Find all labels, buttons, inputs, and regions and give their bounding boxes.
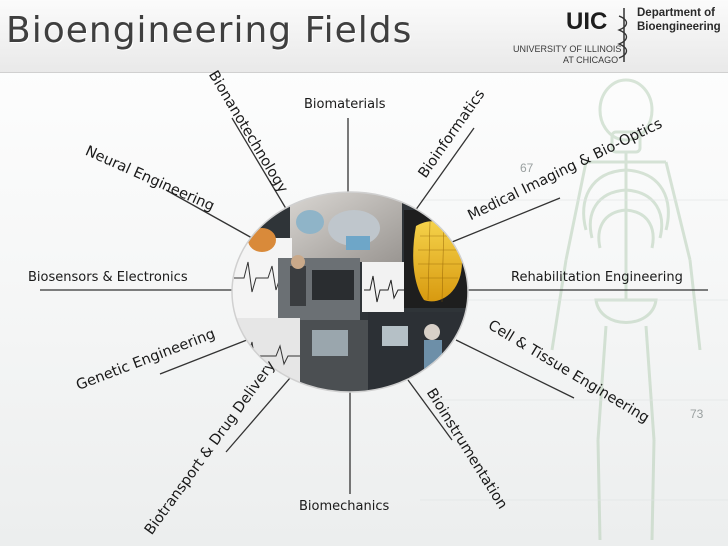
uic-logo: UIC bbox=[566, 8, 608, 35]
field-biomechanics: Biomechanics bbox=[299, 499, 390, 514]
readout-top: 67 bbox=[520, 161, 534, 175]
waveform-panel bbox=[362, 262, 404, 312]
line-cell-tissue bbox=[455, 339, 575, 399]
line-bionanotechnology bbox=[231, 117, 289, 213]
line-bioinstrumentation bbox=[407, 379, 453, 441]
department-name: Department of Bioengineering bbox=[637, 6, 721, 34]
caduceus-icon bbox=[617, 8, 628, 62]
operating-room-photo bbox=[368, 312, 468, 392]
field-biomaterials: Biomaterials bbox=[304, 97, 386, 112]
line-medical-imaging bbox=[451, 197, 561, 243]
line-biotransport bbox=[225, 377, 291, 453]
tissue-sample bbox=[248, 228, 276, 252]
connector-lines bbox=[40, 117, 708, 494]
page-title: Bioengineering Fields bbox=[6, 10, 413, 51]
line-neural bbox=[165, 189, 253, 239]
logo-line-1: UNIVERSITY OF ILLINOIS bbox=[513, 44, 622, 54]
field-rehabilitation: Rehabilitation Engineering bbox=[511, 270, 683, 285]
skeleton-background bbox=[550, 78, 702, 541]
line-genetic bbox=[159, 337, 253, 375]
header-bar: Bioengineering Fields UIC UNIVERSITY OF … bbox=[0, 0, 728, 73]
department-line-2: Bioengineering bbox=[637, 21, 721, 33]
department-line-1: Department of bbox=[637, 7, 715, 19]
field-biosensors: Biosensors & Electronics bbox=[28, 270, 188, 285]
readout-bottom: 73 bbox=[690, 407, 704, 421]
line-bioinformatics bbox=[409, 127, 475, 219]
grid-background bbox=[420, 199, 728, 501]
logo-line-2: AT CHICAGO bbox=[563, 55, 619, 65]
